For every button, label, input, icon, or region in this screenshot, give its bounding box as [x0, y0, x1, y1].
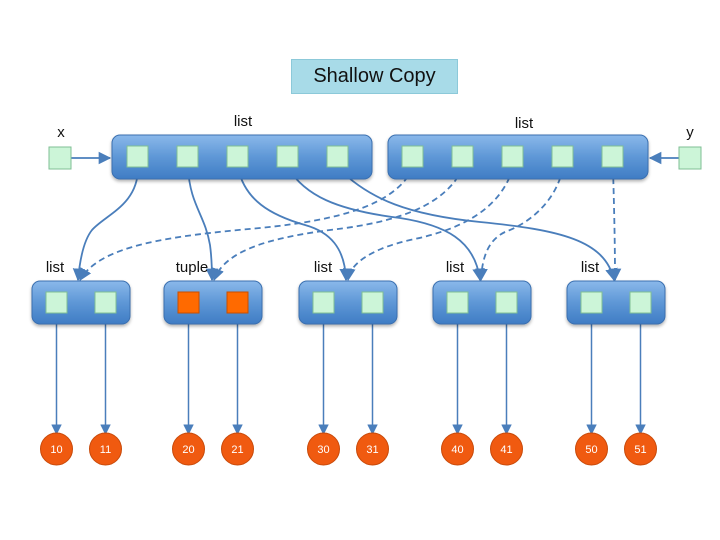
outer-list-1-slot [176, 145, 199, 168]
inner-1-label: list [46, 259, 65, 276]
value-label-21: 21 [231, 444, 243, 456]
value-label-11: 11 [100, 444, 111, 456]
value-label-20: 20 [182, 444, 194, 456]
inner-5-slot [580, 291, 603, 314]
inner-5-slot [629, 291, 652, 314]
inner-2-label: tuple [176, 259, 209, 276]
original-slot-5-reference [337, 167, 618, 282]
inner-2-slot [177, 291, 200, 314]
copy-slot-4-reference [475, 167, 564, 282]
variable-y-box [678, 146, 702, 170]
outer-list-1-slot [226, 145, 249, 168]
inner-2-slot [226, 291, 249, 314]
outer-list-2-slot [551, 145, 574, 168]
value-label-31: 31 [366, 444, 378, 456]
value-label-51: 51 [634, 444, 646, 456]
value-circle [89, 432, 122, 466]
variable-y-label: y [686, 124, 694, 141]
outer-list-2-slot [401, 145, 424, 168]
value-circle [40, 432, 73, 466]
inner-4-slot [495, 291, 518, 314]
original-slot-4-reference [287, 167, 485, 282]
diagram-title: Shallow Copy [291, 59, 458, 94]
outer-list-1-slot [276, 145, 299, 168]
variable-x-box [48, 146, 72, 170]
outer-list-1-slot [326, 145, 349, 168]
value-circle [441, 432, 474, 466]
value-circle [307, 432, 340, 466]
value-label-50: 50 [585, 444, 597, 456]
outer-list-2-slot [501, 145, 524, 168]
inner-3-slot [312, 291, 335, 314]
original-slot-3-reference [237, 167, 352, 282]
inner-4-label: list [446, 259, 465, 276]
copy-slot-2-reference [212, 167, 464, 282]
inner-4-slot [446, 291, 469, 314]
outer-list-2-slot [601, 145, 624, 168]
value-circle [221, 432, 254, 466]
value-label-10: 10 [50, 444, 62, 456]
copy-slot-1-reference [79, 167, 414, 282]
outer-list-2-slot [451, 145, 474, 168]
value-circle [624, 432, 657, 466]
inner-1-slot [94, 291, 117, 314]
inner-3-slot [361, 291, 384, 314]
value-label-30: 30 [317, 444, 329, 456]
inner-5-label: list [581, 259, 600, 276]
value-circle [490, 432, 523, 466]
outer-list-2-label: list [515, 115, 534, 132]
copy-slot-5-reference [608, 167, 622, 282]
inner-1-slot [45, 291, 68, 314]
outer-list-1-label: list [234, 113, 253, 130]
value-circle [356, 432, 389, 466]
variable-x-label: x [57, 124, 65, 141]
original-slot-1-reference [72, 167, 139, 282]
original-slot-2-reference [187, 167, 219, 282]
outer-list-1-slot [126, 145, 149, 168]
value-circle [575, 432, 608, 466]
value-label-41: 41 [500, 444, 512, 456]
copy-slot-3-reference [343, 167, 514, 282]
value-label-40: 40 [451, 444, 463, 456]
inner-3-label: list [314, 259, 333, 276]
value-circle [172, 432, 205, 466]
